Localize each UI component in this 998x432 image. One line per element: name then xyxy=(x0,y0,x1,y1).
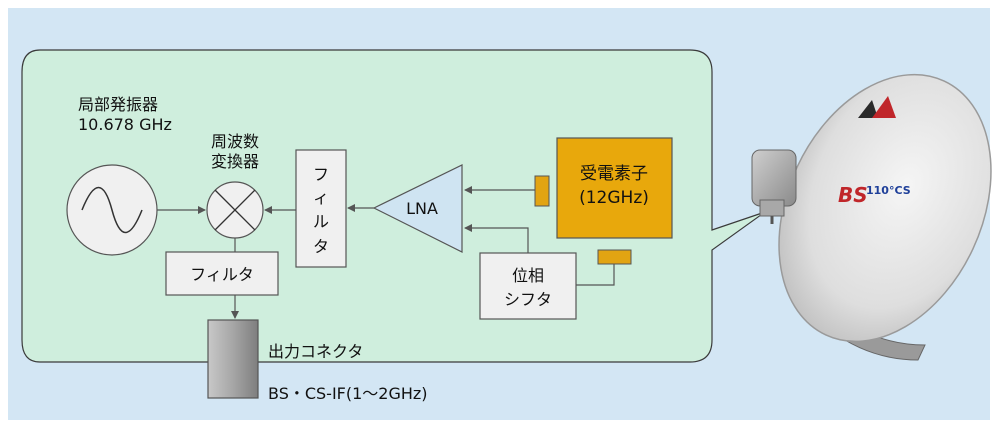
filter-vertical-char-4: タ xyxy=(313,237,329,256)
local-oscillator xyxy=(66,164,158,256)
dish-reflector xyxy=(778,73,992,343)
filter-horizontal-box xyxy=(165,251,279,296)
vertical-probe xyxy=(534,175,550,207)
filter-vertical-char-3: ル xyxy=(313,212,329,231)
frequency-mixer xyxy=(206,181,264,239)
probe-to-phase-line xyxy=(576,264,615,286)
lnb-output-port xyxy=(759,199,785,217)
receiver-label-line1: 受電素子 xyxy=(580,164,648,184)
filter-vertical-char-2: ィ xyxy=(313,188,329,207)
output-connector-label: 出力コネクタ xyxy=(268,342,363,361)
lna-label: LNA xyxy=(406,199,438,218)
horizontal-probe xyxy=(597,249,632,265)
signal-connections xyxy=(157,186,615,319)
sine-wave-icon xyxy=(81,187,143,233)
filter-horizontal-label: フィルタ xyxy=(190,265,254,284)
dish-logo-bs: BS xyxy=(838,183,868,207)
filter-vertical-box xyxy=(295,149,347,268)
mixer-label-line2: 変換器 xyxy=(211,152,259,171)
phase-shifter-box xyxy=(479,252,577,320)
output-connector xyxy=(207,319,259,399)
lna-amplifier xyxy=(372,164,463,253)
filter-vertical-char-1: フ xyxy=(313,165,329,184)
phase-shifter-label-line2: シフタ xyxy=(504,290,552,309)
receiver-element xyxy=(556,137,673,239)
dish-logo-left xyxy=(858,100,878,118)
oscillator-label-line1: 局部発振器 xyxy=(78,95,158,114)
satellite-dish: BS 110°CS xyxy=(751,73,992,361)
dish-logo-cs: 110°CS xyxy=(866,184,911,197)
output-signal-label: BS・CS-IF(1～2GHz) xyxy=(268,384,428,403)
dish-logo-right xyxy=(872,96,896,118)
oscillator-label-line2: 10.678 GHz xyxy=(78,115,172,134)
phase-to-lna-arrow xyxy=(464,224,529,253)
phase-shifter-label-line1: 位相 xyxy=(512,266,544,285)
mixer-label-line1: 周波数 xyxy=(211,132,259,151)
receiver-label-line2: (12GHz) xyxy=(579,188,649,208)
lnb-converter xyxy=(751,149,797,207)
